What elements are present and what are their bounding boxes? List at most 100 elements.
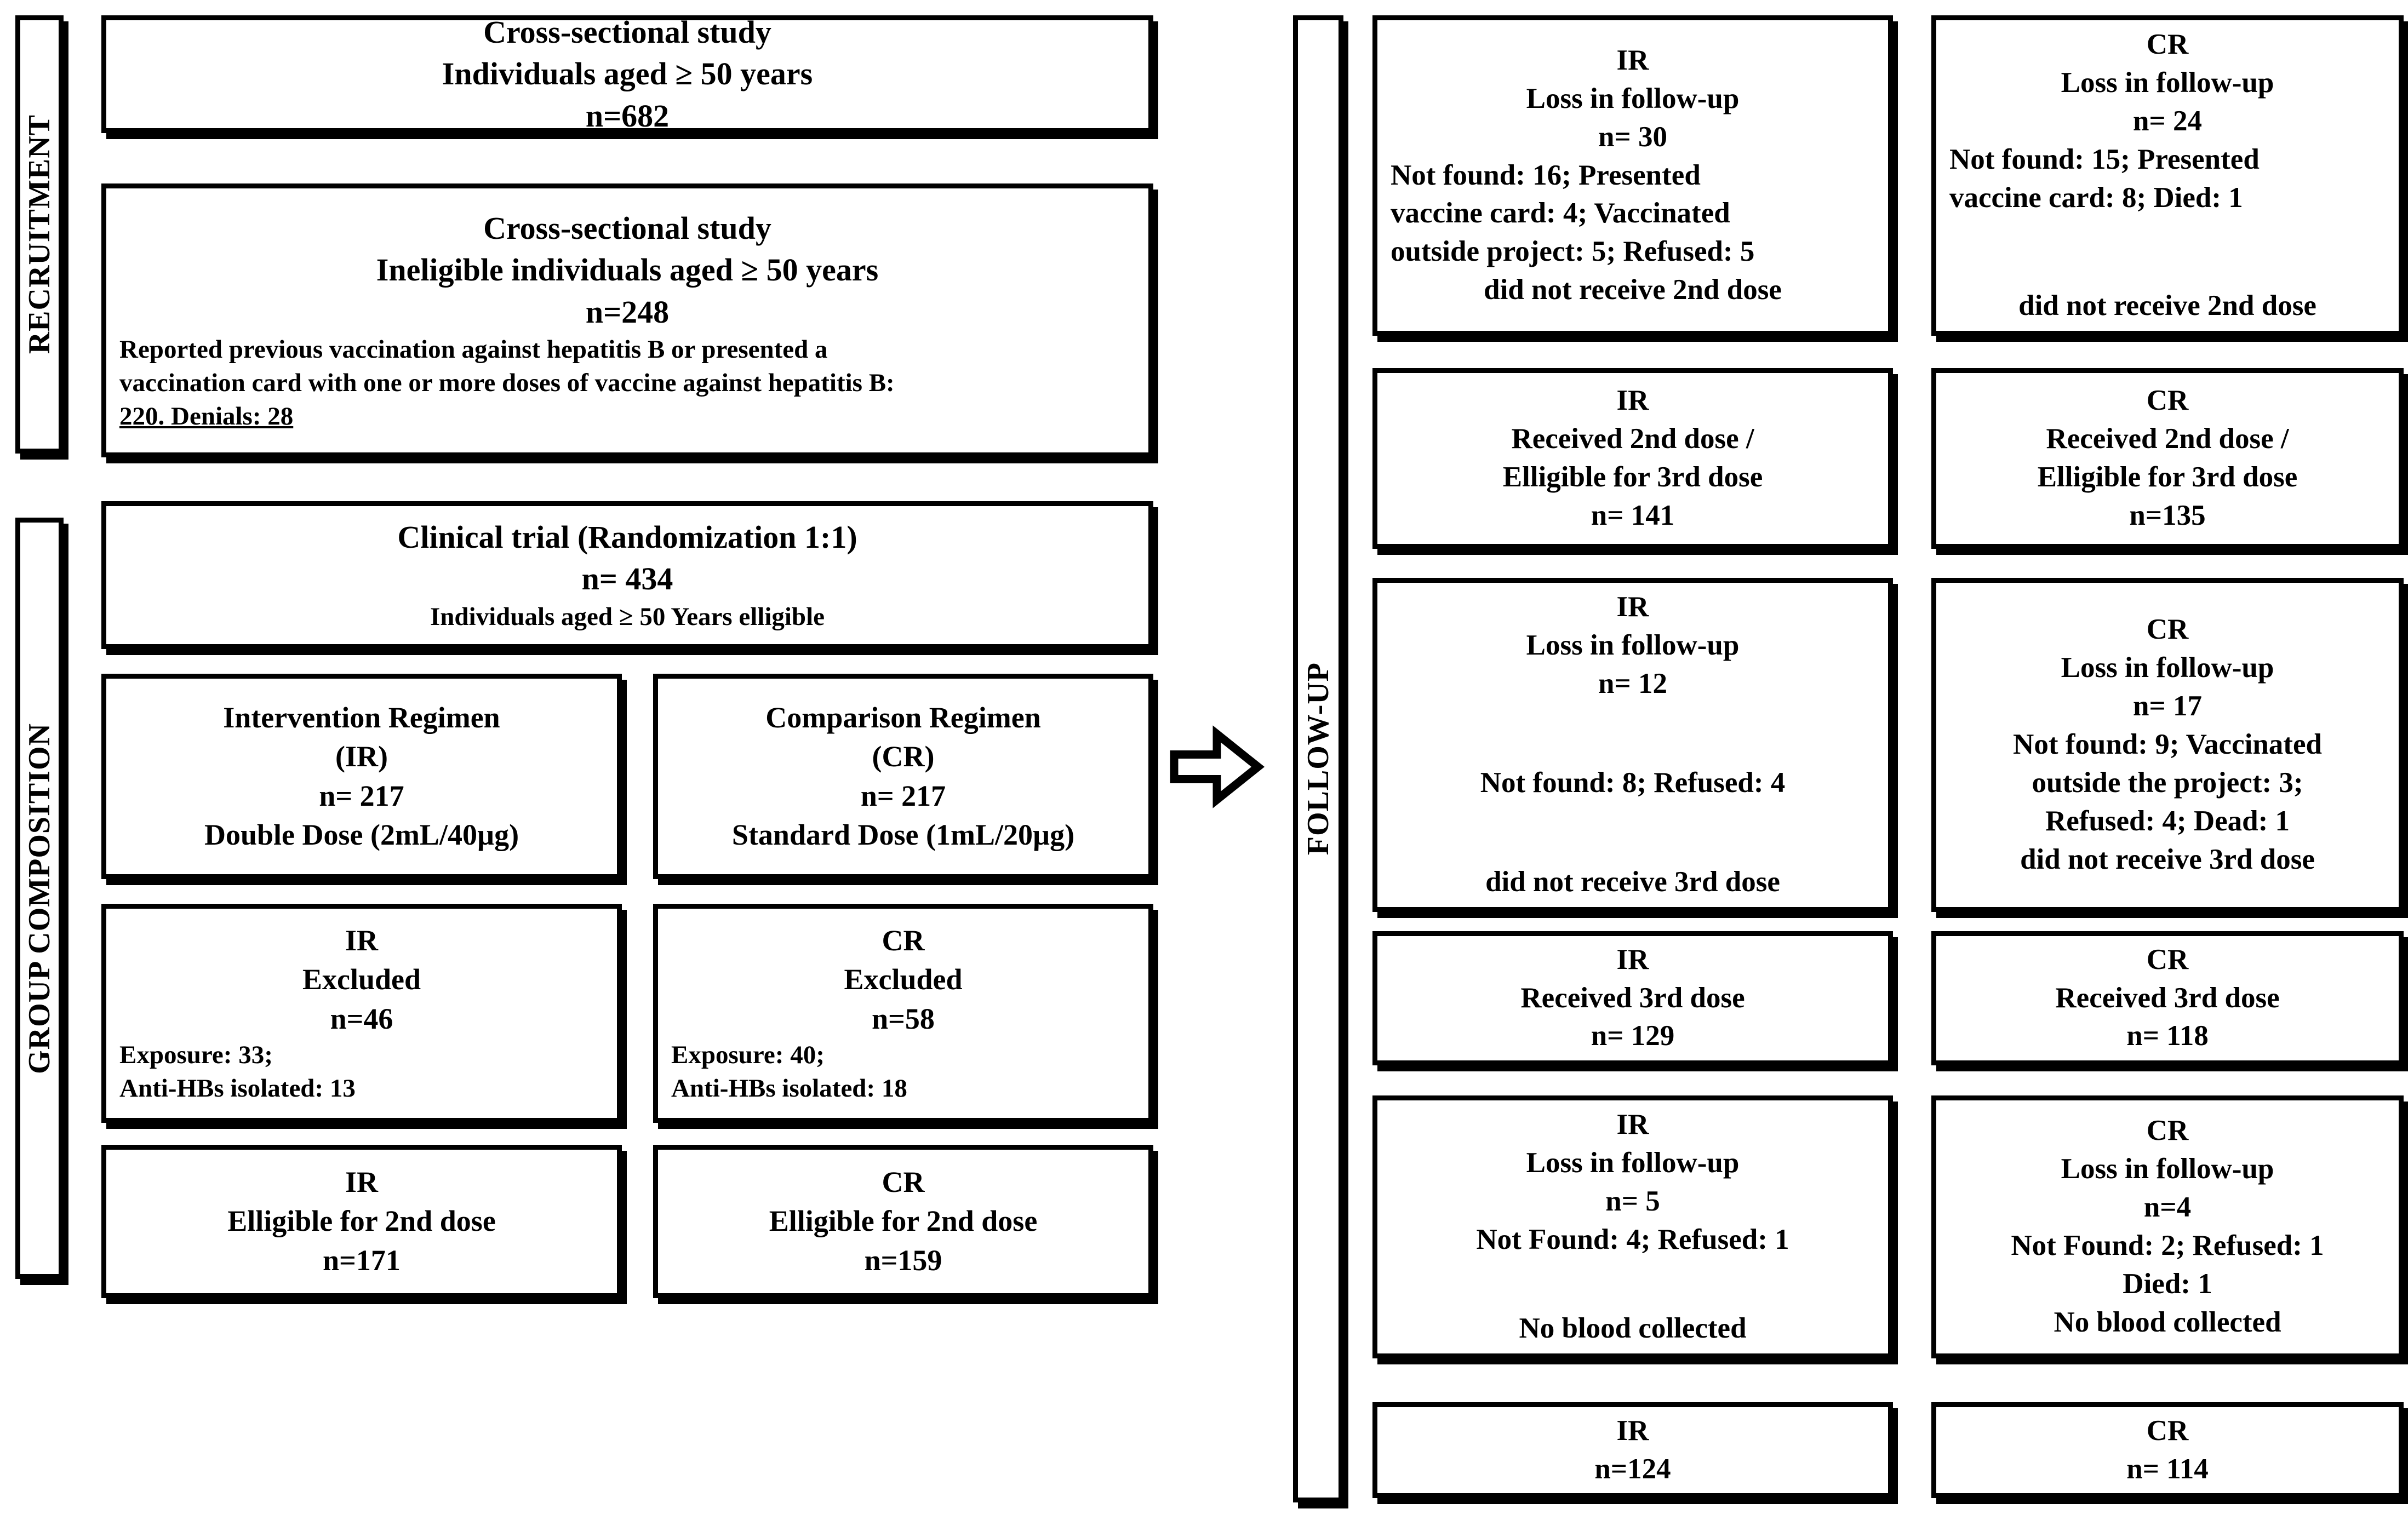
box-line: Not Found: 2; Refused: 1 xyxy=(2011,1230,2324,1261)
follow-up-label-text: FOLLOW-UP xyxy=(1301,662,1335,856)
recruitment-label-text: RECRUITMENT xyxy=(22,114,56,354)
box-line: Died: 1 xyxy=(2123,1267,2212,1300)
box-line: Not found: 8; Refused: 4 xyxy=(1480,766,1786,799)
box-line: Received 2nd dose / xyxy=(2046,423,2289,455)
box-line: IR xyxy=(1616,44,1649,76)
box-line: 220. Denials: 28 xyxy=(119,402,294,431)
box-ir-received-3rd-dose: IR Received 3rd dose n= 129 xyxy=(1372,931,1893,1065)
box-line: n=4 xyxy=(2143,1191,2192,1224)
box-line: IR xyxy=(345,1166,378,1199)
box-line: CR xyxy=(882,924,925,957)
box-line: Comparison Regimen xyxy=(765,701,1041,734)
box-line: vaccine card: 4; Vaccinated xyxy=(1391,197,1730,230)
box-line: Loss in follow-up xyxy=(1526,1146,1740,1179)
box-line: Anti-HBs isolated: 13 xyxy=(119,1074,356,1103)
box-line: n= 5 xyxy=(1605,1185,1660,1217)
box-ir-final: IR n=124 xyxy=(1372,1402,1893,1498)
box-line: Elligible for 2nd dose xyxy=(769,1204,1038,1238)
box-line: IR xyxy=(1616,1109,1649,1140)
box-line: Elligible for 3rd dose xyxy=(2037,461,2298,493)
follow-up-section-label: FOLLOW-UP xyxy=(1293,15,1343,1502)
box-cr-loss-followup-2: CR Loss in follow-up n= 17 Not found: 9;… xyxy=(1931,578,2404,912)
box-line: Refused: 4; Dead: 1 xyxy=(2045,805,2290,837)
box-line: did not receive 2nd dose xyxy=(2018,290,2317,322)
box-line: CR xyxy=(2146,385,2189,417)
box-line: Received 2nd dose / xyxy=(1511,423,1754,455)
box-line: Clinical trial (Randomization 1:1) xyxy=(397,519,857,555)
box-line: Loss in follow-up xyxy=(2061,66,2274,99)
box-line: CR xyxy=(2146,1115,2189,1147)
box-line: CR xyxy=(2146,613,2189,646)
box-line: n=248 xyxy=(585,294,670,330)
box-line: Standard Dose (1mL/20µg) xyxy=(731,818,1075,851)
box-line: n=682 xyxy=(585,97,670,134)
box-cr-final: CR n= 114 xyxy=(1931,1402,2404,1498)
box-ir-excluded: IR Excluded n=46 Exposure: 33; Anti-HBs … xyxy=(101,904,622,1123)
box-line: (IR) xyxy=(335,740,388,773)
box-line: Excluded xyxy=(302,963,421,996)
box-ir-loss-followup-1: IR Loss in follow-up n= 30 Not found: 16… xyxy=(1372,15,1893,336)
box-line: n=171 xyxy=(323,1243,401,1277)
box-line: IR xyxy=(1616,1414,1649,1447)
box-line: Elligible for 2nd dose xyxy=(227,1204,496,1238)
box-line: IR xyxy=(345,924,378,957)
box-line: IR xyxy=(1616,943,1649,976)
box-line: Loss in follow-up xyxy=(1526,629,1740,661)
box-line: CR xyxy=(882,1166,925,1199)
box-line: n= 114 xyxy=(2126,1453,2209,1485)
box-cr-loss-followup-3: CR Loss in follow-up n=4 Not Found: 2; R… xyxy=(1931,1095,2404,1358)
box-line: n=46 xyxy=(330,1002,393,1035)
box-cr-excluded: CR Excluded n=58 Exposure: 40; Anti-HBs … xyxy=(653,904,1153,1123)
box-line: n=124 xyxy=(1594,1453,1671,1485)
box-line: Cross-sectional study xyxy=(483,210,771,246)
box-line: Not Found: 4; Refused: 1 xyxy=(1476,1223,1789,1255)
box-line: Not found: 16; Presented xyxy=(1391,159,1701,191)
box-ir-loss-followup-3: IR Loss in follow-up n= 5 Not Found: 4; … xyxy=(1372,1095,1893,1358)
box-line: Exposure: 33; xyxy=(119,1040,273,1069)
box-line: n= 17 xyxy=(2133,690,2202,722)
box-line: outside project: 5; Refused: 5 xyxy=(1391,236,1755,268)
box-line: Cross-sectional study xyxy=(483,14,771,50)
box-cross-sectional-study: Cross-sectional study Individuals aged ≥… xyxy=(101,14,1153,134)
box-line: n= 24 xyxy=(2133,105,2202,137)
box-cr-received-2nd-dose: CR Received 2nd dose / Elligible for 3rd… xyxy=(1931,368,2404,549)
box-intervention-regimen: Intervention Regimen (IR) n= 217 Double … xyxy=(101,674,622,879)
box-line: No blood collected xyxy=(2054,1306,2281,1338)
box-line: Received 3rd dose xyxy=(1520,982,1745,1014)
box-line: Loss in follow-up xyxy=(2061,1153,2274,1185)
box-line: IR xyxy=(1616,591,1649,623)
box-line: n=58 xyxy=(872,1002,935,1035)
group-composition-label-text: GROUP COMPOSITION xyxy=(22,722,56,1074)
box-line: Excluded xyxy=(844,963,963,996)
box-line: Exposure: 40; xyxy=(671,1040,825,1069)
box-line: Loss in follow-up xyxy=(1526,82,1740,114)
box-line: Intervention Regimen xyxy=(223,701,500,734)
box-line: (CR) xyxy=(872,740,935,773)
box-line: Not found: 9; Vaccinated xyxy=(2013,728,2322,761)
box-comparison-regimen: Comparison Regimen (CR) n= 217 Standard … xyxy=(653,674,1153,879)
box-line: Anti-HBs isolated: 18 xyxy=(671,1074,907,1103)
box-clinical-trial: Clinical trial (Randomization 1:1) n= 43… xyxy=(101,501,1153,649)
box-line: n= 434 xyxy=(581,561,673,597)
box-line: Double Dose (2mL/40µg) xyxy=(204,818,519,851)
box-line: n=135 xyxy=(2129,499,2206,531)
box-line: No blood collected xyxy=(1519,1312,1747,1345)
box-cr-elligible-2nd-dose: CR Elligible for 2nd dose n=159 xyxy=(653,1145,1153,1298)
box-line: CR xyxy=(2146,943,2189,976)
box-line: n=159 xyxy=(864,1243,942,1277)
box-line: Ineligible individuals aged ≥ 50 years xyxy=(376,252,879,288)
box-line: n= 12 xyxy=(1598,667,1667,699)
box-line: Individuals aged ≥ 50 years xyxy=(442,56,813,92)
right-arrow-icon xyxy=(1170,725,1265,808)
box-line: Not found: 15; Presented xyxy=(1949,143,2260,175)
box-line: n= 30 xyxy=(1598,121,1667,153)
box-line: Individuals aged ≥ 50 Years elligible xyxy=(430,603,825,631)
box-line: n= 118 xyxy=(2126,1020,2209,1052)
box-line: CR xyxy=(2146,1414,2189,1447)
box-line: did not receive 3rd dose xyxy=(1485,866,1780,898)
box-line: vaccination card with one or more doses … xyxy=(119,369,895,398)
recruitment-section-label: RECRUITMENT xyxy=(15,15,64,454)
box-line: Loss in follow-up xyxy=(2061,652,2274,684)
box-line: n= 141 xyxy=(1591,499,1675,531)
